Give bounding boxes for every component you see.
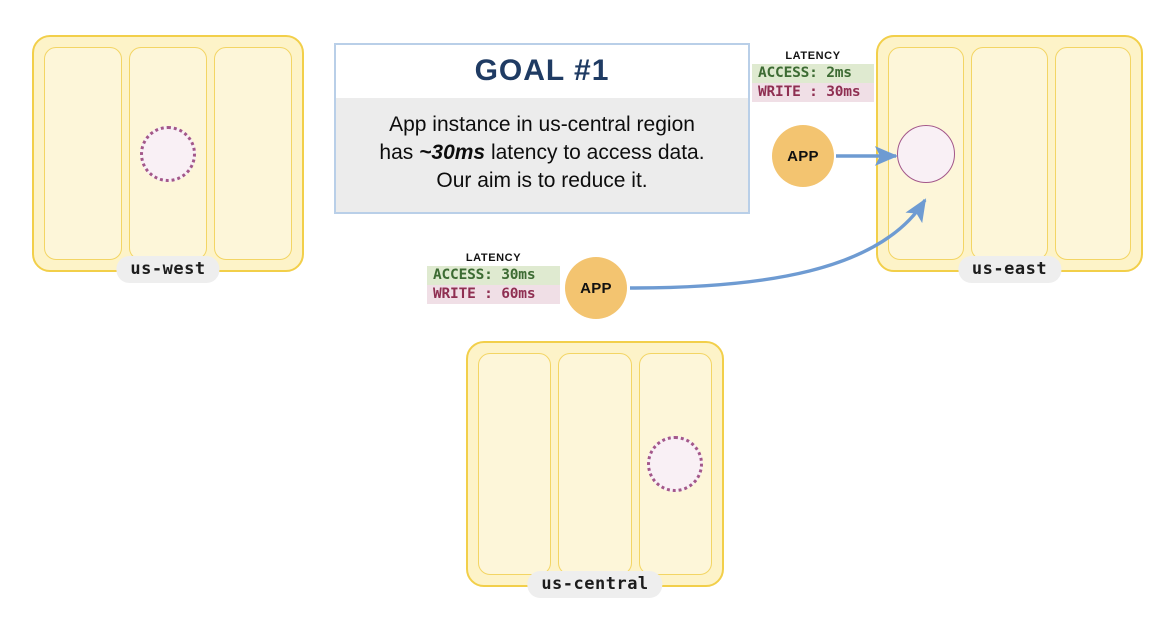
zone-us-west-c	[214, 47, 292, 260]
region-us-central[interactable]: us-central	[466, 341, 724, 598]
app-node-us-east[interactable]: APP	[772, 125, 834, 187]
zone-us-west-a	[44, 47, 122, 260]
latency-box-us-east: LATENCY ACCESS: 2ms WRITE : 30ms	[752, 50, 874, 102]
goal-panel-header: GOAL #1	[336, 45, 748, 98]
latency-title: LATENCY	[785, 50, 841, 62]
zone-us-central-a	[478, 353, 552, 575]
app-node-label: APP	[580, 279, 612, 297]
region-label-us-east: us-east	[957, 256, 1062, 283]
app-node-label: APP	[787, 147, 819, 165]
latency-access-row: ACCESS: 30ms	[427, 266, 560, 285]
region-us-east[interactable]: us-east	[876, 35, 1143, 283]
latency-box-us-central: LATENCY ACCESS: 30ms WRITE : 60ms	[427, 252, 560, 304]
region-label-us-central: us-central	[527, 571, 663, 598]
goal-body-line-2-post: latency to access data.	[485, 141, 705, 165]
latency-write-row: WRITE : 30ms	[752, 83, 874, 102]
goal-body-line-1: App instance in us-central region	[389, 113, 695, 136]
data-replica-us-central[interactable]	[647, 436, 704, 492]
latency-access-row: ACCESS: 2ms	[752, 64, 874, 83]
zone-us-central-b	[558, 353, 632, 575]
zone-us-east-b	[971, 47, 1048, 260]
goal-panel: GOAL #1 App instance in us-central regio…	[334, 43, 750, 215]
region-label-us-west: us-west	[116, 256, 220, 283]
goal-body-line-2: has ~30ms latency to access data.	[358, 139, 726, 167]
zone-us-central-c	[638, 353, 712, 575]
latency-write-row: WRITE : 60ms	[427, 285, 560, 304]
latency-title: LATENCY	[465, 252, 522, 264]
region-us-west[interactable]: us-west	[32, 35, 304, 283]
data-replica-us-west[interactable]	[140, 125, 196, 182]
zone-us-east-c	[1054, 47, 1131, 260]
zone-us-west-b	[129, 47, 207, 260]
zone-us-east-a	[888, 47, 965, 260]
goal-panel-body: App instance in us-central region has ~3…	[336, 98, 748, 213]
app-node-us-central[interactable]: APP	[565, 257, 627, 319]
goal-body-line-3: Our aim is to reduce it.	[436, 169, 648, 193]
goal-title: GOAL #1	[474, 54, 610, 87]
goal-latency-emphasis: ~30ms	[419, 141, 486, 165]
data-replica-leader-us-east[interactable]	[897, 124, 956, 183]
goal-body-line-2-pre: has	[379, 141, 420, 165]
